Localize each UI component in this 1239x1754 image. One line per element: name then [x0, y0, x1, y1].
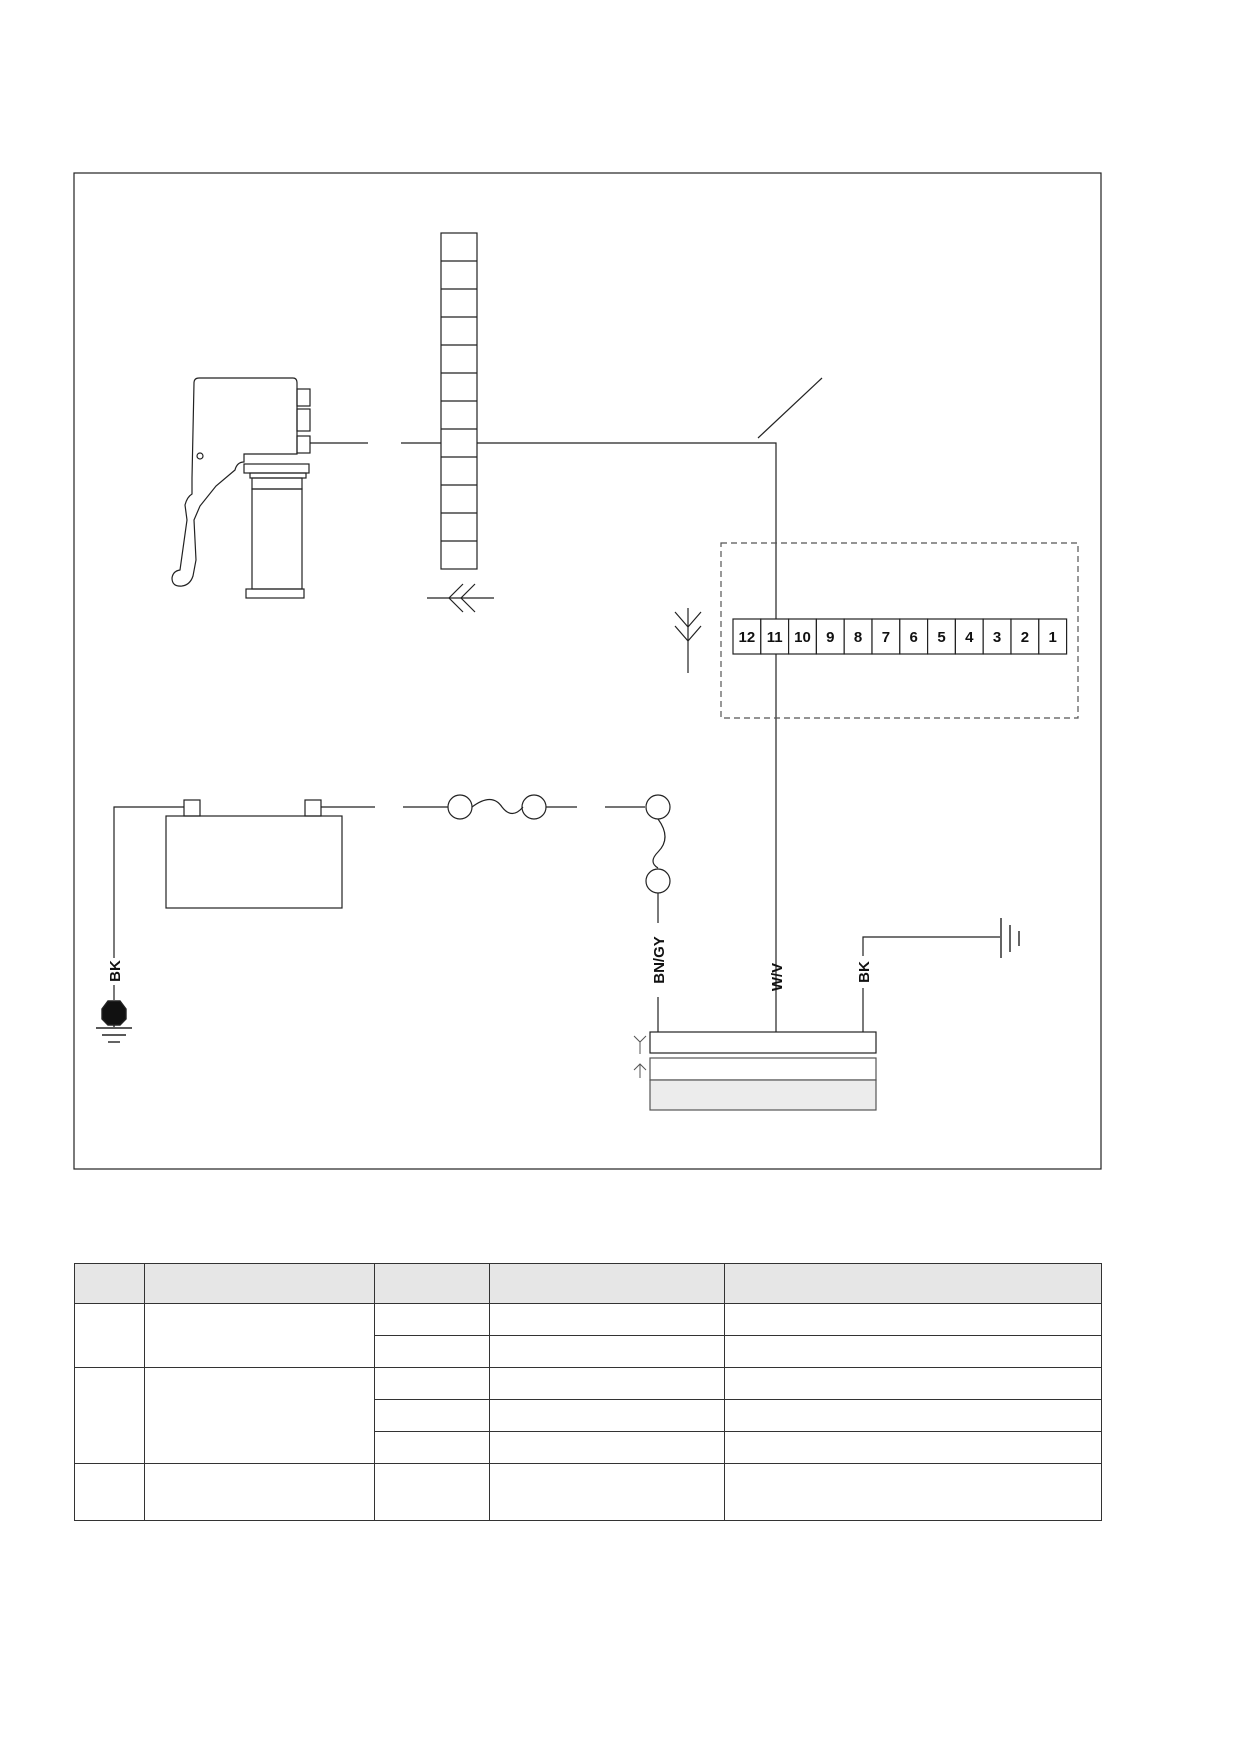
table-row	[74, 1367, 1102, 1464]
pin-number: 3	[993, 629, 1001, 646]
battery-icon	[165, 799, 343, 909]
multi-pin-connector-icon	[440, 232, 478, 570]
table-cell	[374, 1399, 490, 1432]
legend-header-cell	[724, 1263, 1102, 1304]
table-cell	[724, 1303, 1102, 1336]
pin-cell: 5	[926, 618, 956, 655]
pin-number: 2	[1021, 629, 1029, 646]
pin-number: 4	[965, 629, 974, 646]
table-cell	[724, 1367, 1102, 1400]
legend-header-cell	[74, 1263, 145, 1304]
connector-direction-icon	[427, 583, 494, 613]
table-cell	[74, 1367, 145, 1464]
table-row	[74, 1463, 1102, 1521]
pin-cell: 11	[760, 618, 790, 655]
pin-number: 11	[767, 629, 783, 646]
pin-number: 1	[1049, 629, 1057, 646]
wire-label-bn-gy: BN/GY	[651, 936, 668, 984]
table-cell	[144, 1303, 375, 1368]
pin-cell: 6	[899, 618, 929, 655]
table-cell	[74, 1463, 145, 1521]
legend-header-cell	[374, 1263, 490, 1304]
table-cell	[374, 1431, 490, 1464]
table-cell	[724, 1335, 1102, 1368]
pin-cell: 2	[1010, 618, 1040, 655]
table-cell	[724, 1463, 1102, 1521]
connector-housing	[720, 542, 1079, 719]
pin-cell: 12	[732, 618, 762, 655]
table-cell	[724, 1399, 1102, 1432]
ground-icon-right	[1000, 918, 1020, 958]
pin-cell: 4	[954, 618, 984, 655]
fuse-icon	[403, 794, 577, 820]
table-cell	[489, 1335, 725, 1368]
table-cell	[489, 1367, 725, 1400]
table-row	[74, 1303, 1102, 1368]
legend-header-cell	[489, 1263, 725, 1304]
legend-table	[74, 1263, 1102, 1521]
table-cell	[489, 1431, 725, 1464]
diagram-frame	[73, 172, 1102, 1170]
table-cell	[374, 1303, 490, 1336]
table-row	[75, 1431, 1102, 1464]
table-cell	[489, 1399, 725, 1432]
pin-number: 8	[854, 629, 862, 646]
table-cell	[374, 1367, 490, 1400]
connector-direction-icon-vertical	[674, 608, 702, 673]
pin-number: 9	[826, 629, 834, 646]
legend-header-cell	[144, 1263, 375, 1304]
pin-cell: 7	[871, 618, 901, 655]
wire-label-w-v: W/V	[769, 963, 786, 991]
pin-number: 5	[937, 629, 945, 646]
module-icon	[649, 1031, 877, 1111]
table-cell	[74, 1303, 145, 1368]
brake-lever-switch-icon	[171, 377, 311, 599]
pin-cell: 10	[787, 618, 817, 655]
pin-connector: 12 11 10 9 8 7 6 5 4 3 2 1	[732, 618, 1068, 655]
pin-number: 6	[910, 629, 918, 646]
pin-cell: 9	[815, 618, 845, 655]
fuse-icon-vertical	[605, 794, 671, 923]
table-cell	[144, 1367, 375, 1464]
wire-label-bk-battery: BK	[107, 960, 124, 982]
wire-label-bk-module: BK	[856, 961, 873, 983]
table-cell	[489, 1463, 725, 1521]
pin-number: 12	[739, 629, 756, 646]
table-cell	[144, 1463, 375, 1521]
ground-icon	[96, 1000, 132, 1043]
table-cell	[374, 1335, 490, 1368]
pin-cell: 1	[1038, 618, 1068, 655]
diagonal-wire-stub	[757, 377, 823, 439]
table-cell	[374, 1463, 490, 1521]
pin-cell: 3	[982, 618, 1012, 655]
pin-number: 10	[794, 629, 811, 646]
pin-cell: 8	[843, 618, 873, 655]
legend-header-row	[74, 1263, 1102, 1304]
pin-number: 7	[882, 629, 890, 646]
table-cell	[724, 1431, 1102, 1464]
module-connector-symbols	[633, 1035, 647, 1078]
table-cell	[489, 1303, 725, 1336]
